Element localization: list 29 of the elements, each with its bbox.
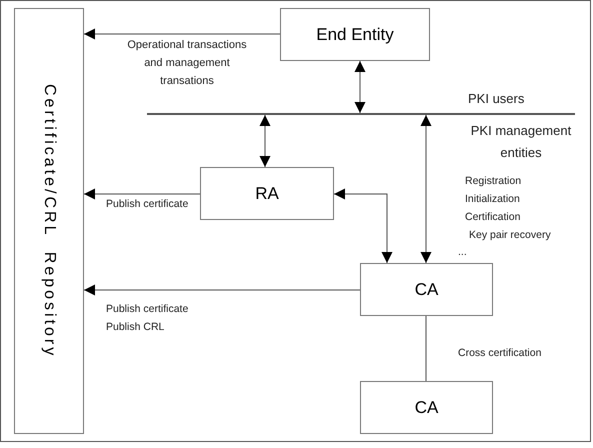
box-label: CA: [414, 278, 438, 301]
entity-box: [200, 167, 334, 220]
function-label: Key pair recovery: [469, 228, 551, 242]
arrow: [334, 188, 392, 264]
entity-box: [360, 263, 493, 316]
function-label: Registration: [465, 174, 522, 188]
function-label: ...: [458, 245, 467, 259]
box-label: Certificate/CRL Repository: [40, 84, 59, 358]
edge-label: Operational transactions and management transations: [126, 38, 248, 89]
box-label: End Entity: [316, 24, 394, 46]
arrow: [84, 284, 360, 296]
function-label: Initialization: [465, 192, 520, 206]
function-label: Certification: [465, 210, 520, 224]
repository-box: [14, 8, 84, 434]
region-label: PKI users: [468, 91, 524, 107]
edge-label: Cross certification: [458, 346, 542, 360]
arrow: [260, 114, 270, 168]
arrow: [420, 114, 432, 264]
arrow: [84, 188, 200, 200]
region-label: PKI management entities: [470, 122, 572, 162]
edge-label: Publish certificate: [106, 197, 190, 211]
arrow: [354, 60, 366, 114]
entity-box: [280, 8, 430, 61]
entity-box: [360, 381, 493, 434]
divider-line: [147, 113, 575, 115]
arrow: [84, 28, 280, 40]
edge-label: Publish certificate Publish CRL: [106, 302, 190, 335]
box-label: CA: [414, 396, 438, 419]
box-label: RA: [255, 182, 279, 205]
